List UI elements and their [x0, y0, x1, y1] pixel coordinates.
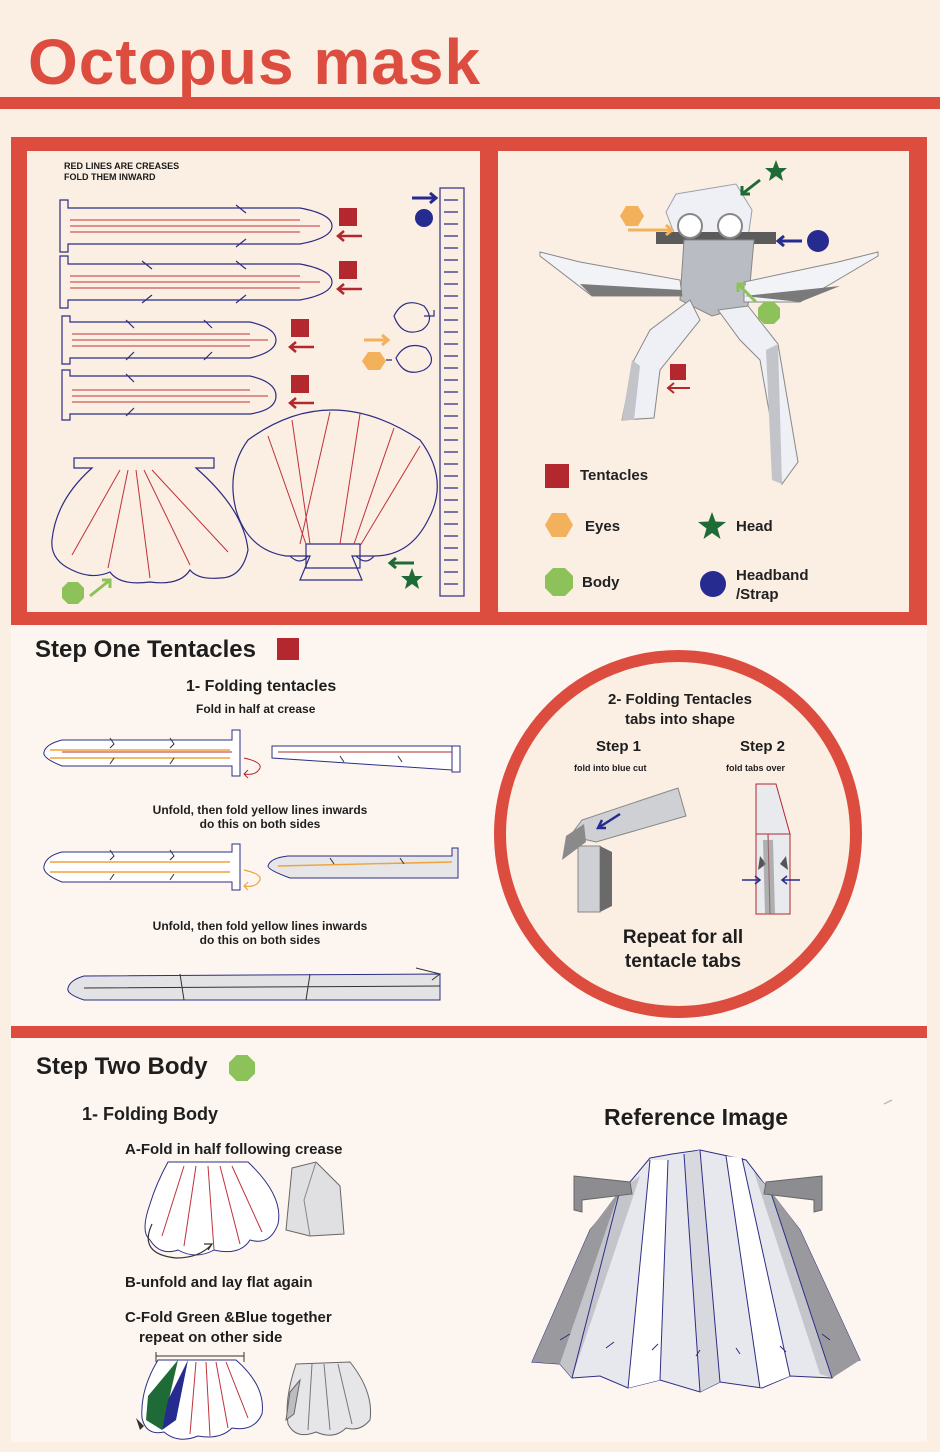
legend-headband-line-2: /Strap	[736, 586, 779, 603]
tab-fold-drawings	[562, 783, 800, 915]
body-icon	[545, 568, 573, 596]
circle-step2: Step 2	[740, 738, 786, 755]
circle-repeat-line-1: Repeat for all	[622, 927, 744, 948]
step-two-body-icon	[229, 1055, 255, 1081]
step-two-b: B-unfold and lay flat again	[125, 1274, 313, 1291]
step-one-heading: Step One Tentacles	[35, 636, 256, 663]
legend-body: Body	[582, 574, 620, 591]
step-two-sub1: 1- Folding Body	[82, 1104, 218, 1124]
step-one-note3: Unfold, then fold yellow lines inwards d…	[120, 919, 400, 947]
page-title: Octopus mask	[28, 26, 482, 98]
step-two-c: C-Fold Green &Blue together repeat on ot…	[125, 1308, 332, 1348]
head-icon	[698, 512, 726, 539]
step-one-sub1-note: Fold in half at crease	[196, 702, 316, 716]
legend-headband: Headband /Strap	[736, 566, 809, 604]
template-note-line-1: RED LINES ARE CREASES	[64, 161, 180, 171]
template-drawing	[51, 160, 879, 604]
step-one-note3-line-1: Unfold, then fold yellow lines inwards	[152, 919, 368, 933]
legend-eyes: Eyes	[585, 518, 621, 535]
circle-heading-line-1: 2- Folding Tentacles	[608, 691, 752, 708]
step-two-heading: Step Two Body	[36, 1053, 208, 1080]
legend-tentacles: Tentacles	[580, 467, 649, 484]
step-two-c-line-2: repeat on other side	[139, 1329, 283, 1346]
step-one-note2-line-2: do this on both sides	[199, 817, 321, 831]
title-rule	[0, 97, 940, 109]
reference-heading: Reference Image	[604, 1104, 789, 1130]
circle-heading-line-2: tabs into shape	[624, 711, 736, 728]
template-note: RED LINES ARE CREASES FOLD THEM INWARD	[64, 161, 179, 183]
template-note-line-2: FOLD THEM INWARD	[64, 172, 156, 182]
eyes-icon	[545, 513, 573, 537]
circle-step1-note: fold into blue cut	[574, 763, 647, 773]
legend-headband-line-1: Headband	[736, 567, 809, 584]
tentacles-icon	[545, 464, 569, 488]
tentacle-fold-drawings	[43, 729, 461, 1001]
legend-head: Head	[736, 518, 773, 535]
step-one-sub1: 1- Folding tentacles	[186, 678, 337, 695]
step-two-a: A-Fold in half following crease	[125, 1141, 343, 1158]
headband-icon	[700, 571, 726, 597]
circle-heading: 2- Folding Tentacles tabs into shape	[560, 690, 800, 730]
circle-repeat: Repeat for all tentacle tabs	[588, 926, 778, 974]
section-divider	[11, 1026, 927, 1038]
circle-step2-note: fold tabs over	[726, 763, 786, 773]
step-one-note3-line-2: do this on both sides	[199, 933, 321, 947]
circle-repeat-line-2: tentacle tabs	[624, 951, 742, 972]
step-one-note2-line-1: Unfold, then fold yellow lines inwards	[152, 803, 368, 817]
step-one-note2: Unfold, then fold yellow lines inwards d…	[120, 803, 400, 831]
step-two-c-line-1: C-Fold Green &Blue together	[125, 1309, 332, 1326]
step-one-tentacles-icon	[277, 638, 299, 660]
circle-step1: Step 1	[596, 738, 642, 755]
template-panel	[27, 151, 480, 612]
